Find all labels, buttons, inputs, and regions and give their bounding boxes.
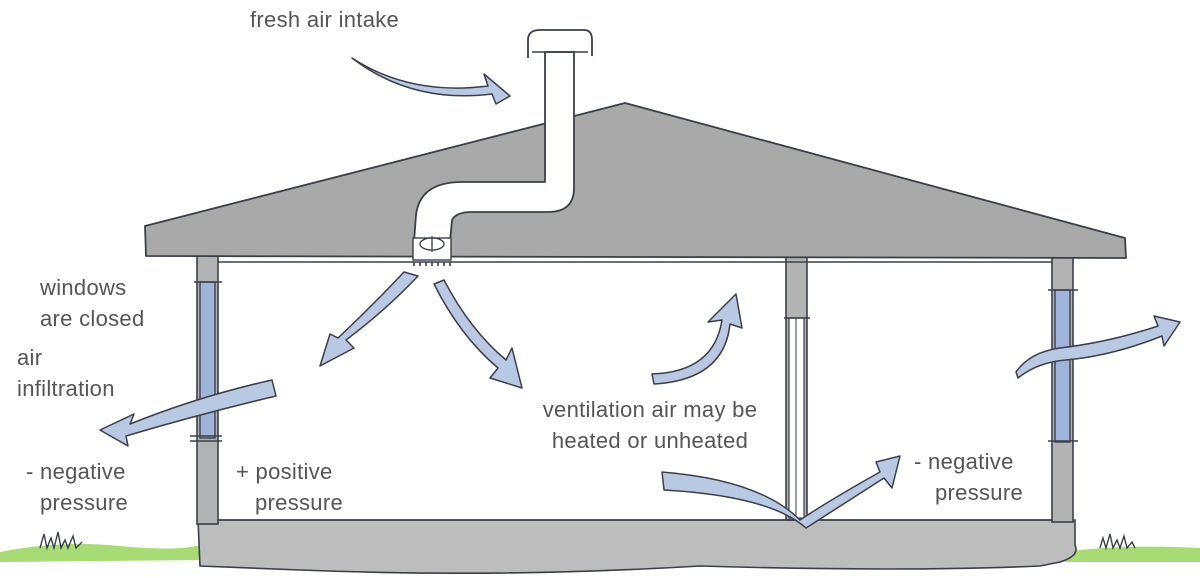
duct-cap — [527, 29, 593, 58]
arrow-circulation — [651, 293, 743, 385]
arrow-infiltration-left — [99, 379, 277, 447]
label-air-infiltration-line1: air — [17, 345, 43, 370]
label-ventilation-line1: ventilation air may be — [542, 397, 758, 422]
grass-right — [1065, 546, 1200, 562]
label-negative-pressure-right-line2: pressure — [935, 480, 1023, 505]
right-window — [1054, 289, 1071, 443]
arrow-under-door — [661, 455, 901, 529]
grass-blades-right — [1099, 533, 1136, 551]
fresh-air-duct — [413, 51, 575, 243]
roof — [144, 102, 1127, 259]
grass-left — [0, 544, 205, 562]
arrow-supply-left — [319, 271, 419, 367]
label-air-infiltration-line2: infiltration — [17, 376, 115, 401]
label-ventilation-line2: heated or unheated — [551, 428, 749, 453]
label-fresh-air-intake: fresh air intake — [250, 7, 400, 32]
floor-slab — [197, 519, 1077, 574]
grass-blades-left — [39, 531, 83, 551]
arrow-fresh-air-intake — [351, 57, 511, 105]
label-negative-pressure-left-line2: pressure — [40, 490, 128, 515]
label-positive-pressure-line2: pressure — [255, 490, 343, 515]
arrow-supply-right — [433, 279, 523, 389]
label-windows-closed-line2: are closed — [40, 306, 145, 331]
label-negative-pressure-left-line1: - negative — [26, 459, 126, 484]
label-positive-pressure-line1: + positive — [236, 459, 333, 484]
label-negative-pressure-right-line1: - negative — [914, 449, 1014, 474]
label-windows-closed-line1: windows — [40, 275, 127, 300]
arrow-exfiltration-right — [1015, 315, 1181, 379]
